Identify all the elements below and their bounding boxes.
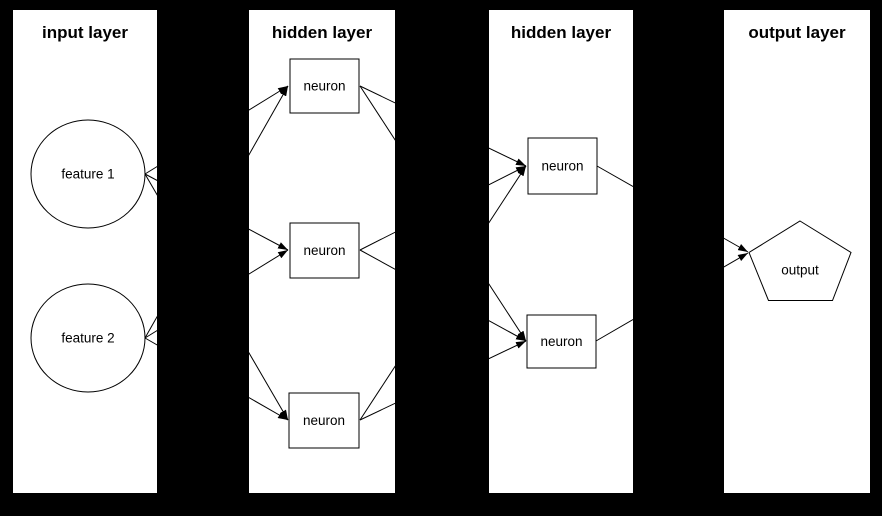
node-feature2-label: feature 2 (61, 331, 114, 346)
edge-feature1-neuron1 (144, 85, 289, 175)
edge-neuron1-neuron4 (359, 85, 527, 167)
edge-feature2-neuron2 (144, 249, 289, 339)
node-neuron5-label: neuron (540, 334, 582, 349)
edge-neuron1-neuron5 (359, 85, 527, 342)
layer-title-hidden1: hidden layer (272, 23, 373, 42)
node-neuron2-label: neuron (303, 243, 345, 258)
node-neuron4-shape (527, 137, 598, 195)
node-neuron4-label: neuron (541, 159, 583, 174)
edge-neuron2-neuron4 (359, 165, 527, 251)
node-feature1-label: feature 1 (61, 167, 114, 182)
edge-feature1-neuron3 (144, 173, 289, 421)
node-neuron3-shape (288, 392, 360, 449)
edge-neuron2-neuron5 (359, 249, 527, 342)
node-neuron1-shape (289, 58, 360, 114)
edge-feature2-neuron1 (144, 85, 289, 339)
node-neuron2-shape (289, 222, 360, 279)
edge-neuron5-output1 (595, 252, 749, 342)
node-neuron1-label: neuron (303, 79, 345, 94)
edges (144, 85, 749, 421)
layer-panel-input (13, 10, 157, 493)
node-neuron5-shape (526, 314, 597, 369)
node-feature2-shape (30, 283, 146, 393)
node-output1-label: output (781, 263, 819, 278)
node-feature1-shape (30, 119, 146, 229)
layer-title-output: output layer (748, 23, 846, 42)
layer-title-hidden2: hidden layer (511, 23, 612, 42)
edge-feature2-neuron3 (144, 337, 289, 421)
edge-neuron4-output1 (596, 165, 749, 253)
layer-panels: input layer hidden layer hidden layer outpu… (13, 10, 870, 493)
layer-title-input: input layer (42, 23, 128, 42)
edge-neuron3-neuron4 (359, 165, 527, 421)
nodes: feature 1 feature 2 neuron neuron neuron neur… (30, 58, 852, 449)
node-output1-shape (748, 220, 852, 301)
edge-neuron3-neuron5 (359, 340, 527, 421)
layer-panel-hidden2 (489, 10, 633, 493)
node-neuron3-label: neuron (303, 413, 345, 428)
